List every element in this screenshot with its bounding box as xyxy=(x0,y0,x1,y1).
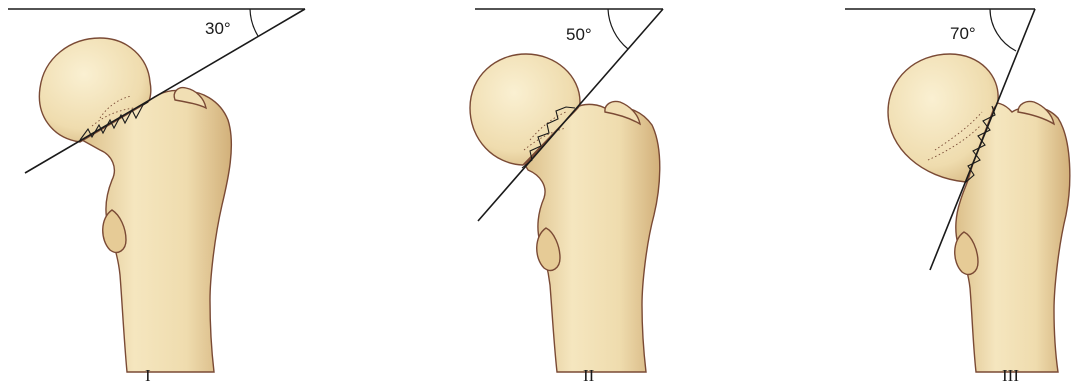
panel-type-1: 30° I xyxy=(8,9,305,385)
angle-label: 70° xyxy=(950,24,976,43)
panel-caption: II xyxy=(583,366,595,385)
panel-type-2: 50° II xyxy=(470,9,663,385)
angle-arc xyxy=(608,9,628,49)
femur-illustration xyxy=(470,54,660,372)
femur-illustration xyxy=(888,54,1070,372)
angle-label: 30° xyxy=(205,19,231,38)
panel-caption: I xyxy=(145,366,151,385)
angle-arc xyxy=(990,9,1016,51)
angle-label: 50° xyxy=(566,25,592,44)
panel-type-3: 70° III xyxy=(845,9,1070,385)
femur-illustration xyxy=(39,38,231,372)
panel-caption: III xyxy=(1002,366,1019,385)
angle-arc xyxy=(250,9,258,36)
